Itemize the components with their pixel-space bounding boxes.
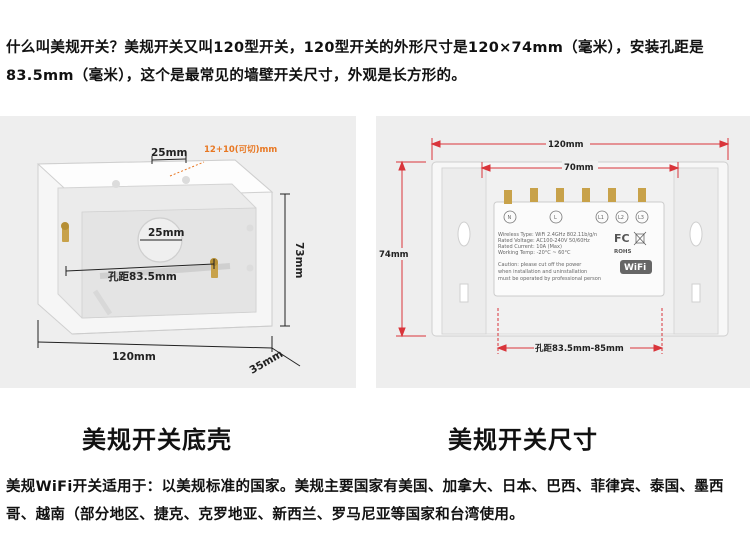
wifi-logo: WiFi xyxy=(624,263,646,273)
dim-cut-label: 12+10(可切)mm xyxy=(204,144,277,155)
bin-icon xyxy=(633,231,647,246)
dim-top-25: 25mm xyxy=(151,147,188,159)
switch-panel: N L L1 L2 L3 Wireless Type: WiFi 2.4GHz … xyxy=(376,116,750,388)
terminal-labels: N L L1 L2 L3 xyxy=(503,210,649,224)
caution-line: when installation and uninstallation xyxy=(498,269,587,275)
terminal-l2: L2 xyxy=(618,215,624,221)
usage-paragraph: 美规WiFi开关适用于：以美规标准的国家。美规主要国家有美国、加拿大、日本、巴西… xyxy=(6,479,724,523)
rohs-mark: ROHS xyxy=(614,249,632,255)
fc-mark: FC xyxy=(614,232,630,245)
intro-paragraph: 什么叫美规开关？美规开关又叫120型开关，120型开关的外形尺寸是120×74m… xyxy=(6,40,704,84)
dim-right-width-120: 120mm xyxy=(548,140,584,150)
terminal-n: N xyxy=(508,215,512,221)
caution-line: must be operated by professional person xyxy=(498,276,601,282)
spec-line: Rated Voltage: AC100-240V 50/60Hz xyxy=(498,238,590,244)
terminal-screws xyxy=(504,188,646,204)
switch-size-caption: 美规开关尺寸 xyxy=(448,426,598,454)
dim-right-hole-distance: 孔距83.5mm-85mm xyxy=(535,343,624,354)
switch-illustration: N L L1 L2 L3 Wireless Type: WiFi 2.4GHz … xyxy=(378,138,730,354)
spec-line: Working Temp: -20°C ~ 60°C xyxy=(498,250,571,256)
dim-right-height-74: 74mm xyxy=(379,250,409,260)
caution-line: Caution: please cut off the power xyxy=(498,262,582,268)
terminal-l: L xyxy=(554,215,557,221)
dim-hole-distance: 孔距83.5mm xyxy=(108,270,177,283)
spec-line: Rated Current: 10A (Max) xyxy=(498,244,562,250)
dim-right-inner-70: 70mm xyxy=(564,163,594,173)
dim-height-73: 73mm xyxy=(293,242,305,279)
back-box-illustration: 25mm 12+10(可切)mm 25mm 孔距83.5mm 73mm 120m… xyxy=(36,144,305,377)
dim-inner-25: 25mm xyxy=(148,227,185,239)
spec-line: Wireless Type: WiFi 2.4GHz 802.11b/g/n xyxy=(498,232,597,238)
back-box-caption: 美规开关底壳 xyxy=(82,426,232,454)
spec-label: Wireless Type: WiFi 2.4GHz 802.11b/g/n R… xyxy=(498,232,601,282)
dim-width-120: 120mm xyxy=(112,351,156,363)
terminal-l1: L1 xyxy=(598,215,604,221)
dim-depth-35: 35mm xyxy=(248,348,286,377)
back-box-panel: 25mm 12+10(可切)mm 25mm 孔距83.5mm 73mm 120m… xyxy=(0,116,356,388)
terminal-l3: L3 xyxy=(638,215,644,221)
